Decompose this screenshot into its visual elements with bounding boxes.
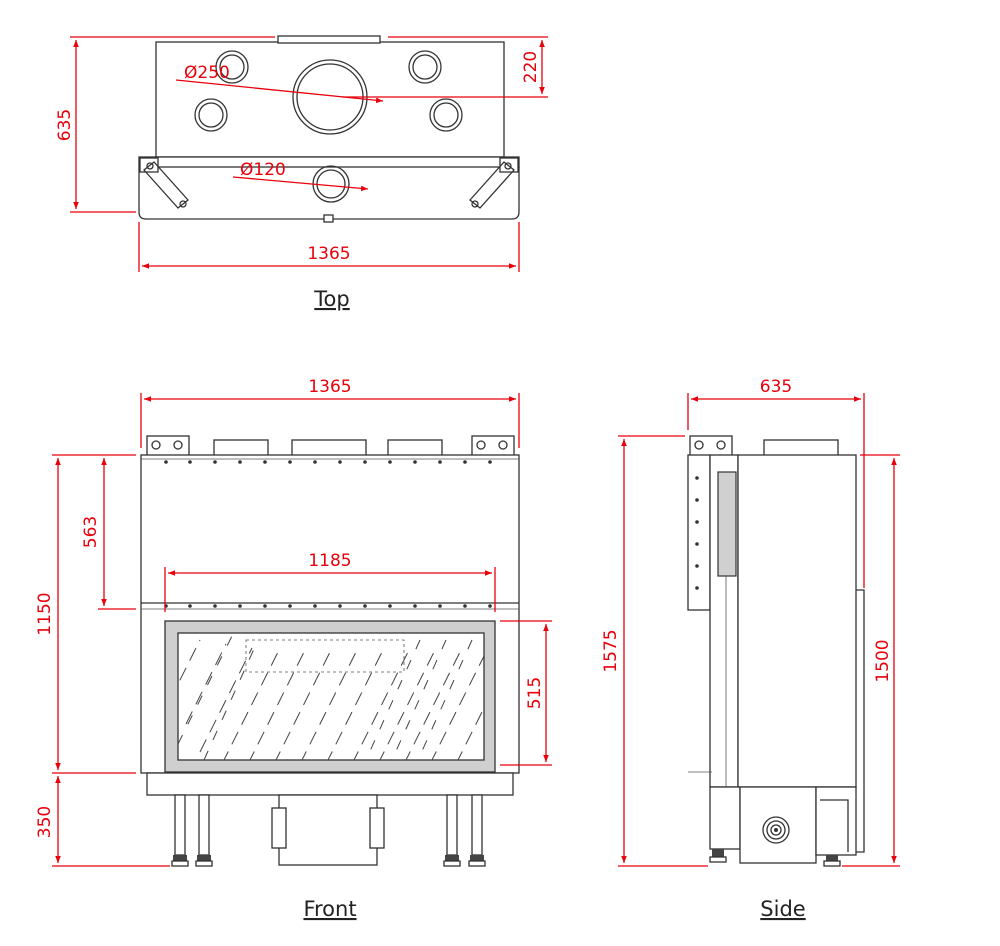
side-rear-plate xyxy=(856,589,865,853)
front-upper-height-label: 563 xyxy=(81,516,101,548)
glass-hatch xyxy=(178,635,484,760)
front-view-title: Front xyxy=(303,897,356,921)
top-body-outline xyxy=(138,167,520,220)
front-width-label: 1365 xyxy=(308,377,351,397)
small-flue-label: Ø120 xyxy=(240,160,286,180)
side-front-leg-block xyxy=(709,786,741,850)
front-top-rivets xyxy=(164,460,492,464)
top-dim-collar: 220 xyxy=(342,36,548,98)
side-feet xyxy=(709,849,841,867)
front-dim-width: 1365 xyxy=(140,377,520,448)
side-front-plate xyxy=(687,454,711,611)
right-bracket xyxy=(469,157,519,209)
front-top-fittings xyxy=(146,435,515,457)
front-body-height-label: 1150 xyxy=(35,592,55,635)
front-dim-glass-height: 515 xyxy=(500,620,552,766)
top-dim-width: 1365 xyxy=(138,222,520,272)
side-glass-edge xyxy=(717,471,737,577)
top-leader-large: Ø250 xyxy=(175,63,384,104)
front-base xyxy=(146,772,514,796)
side-view: 635 1575 1500 Side xyxy=(601,377,900,921)
top-view: 635 220 Ø250 Ø120 1365 Top xyxy=(55,35,548,311)
side-total-height-label: 1575 xyxy=(601,629,621,672)
small-flue-circles xyxy=(194,50,463,132)
front-view: 1365 1185 1150 563 515 xyxy=(35,377,552,921)
top-front-rail xyxy=(138,156,520,168)
front-dim-glass-width: 1185 xyxy=(164,551,496,612)
side-depth-label: 635 xyxy=(760,377,792,397)
air-inlet-spiral xyxy=(762,816,790,844)
top-width-label: 1365 xyxy=(307,244,350,264)
side-dim-total-height: 1575 xyxy=(601,435,708,867)
side-rivets xyxy=(695,476,699,590)
top-collar-strip xyxy=(277,35,381,44)
top-center-tab xyxy=(323,214,334,223)
top-dim-depth: 635 xyxy=(55,36,275,213)
side-top-fittings xyxy=(689,435,839,457)
front-dim-upper: 563 xyxy=(81,458,136,610)
top-depth-label: 635 xyxy=(55,109,75,141)
front-glass-width-label: 1185 xyxy=(308,551,351,571)
side-rear-height-label: 1500 xyxy=(873,639,893,682)
side-body xyxy=(737,454,857,788)
front-glass-height-label: 515 xyxy=(525,677,545,709)
front-dim-legs: 350 xyxy=(35,776,170,867)
front-mid-rivets xyxy=(164,604,492,608)
air-intake-box xyxy=(271,794,385,866)
top-collar-label: 220 xyxy=(521,51,541,83)
top-view-title: Top xyxy=(313,287,349,311)
top-leader-small: Ø120 xyxy=(232,160,369,192)
front-dim-body-height: 1150 xyxy=(35,454,136,774)
side-rear-leg-block xyxy=(815,786,857,856)
side-dim-depth: 635 xyxy=(687,377,865,588)
large-flue-label: Ø250 xyxy=(184,63,230,83)
front-leg-height-label: 350 xyxy=(35,806,55,838)
side-dim-rear-height: 1500 xyxy=(842,454,900,867)
front-legs xyxy=(171,794,486,867)
side-view-title: Side xyxy=(760,897,805,921)
left-bracket xyxy=(139,157,189,209)
